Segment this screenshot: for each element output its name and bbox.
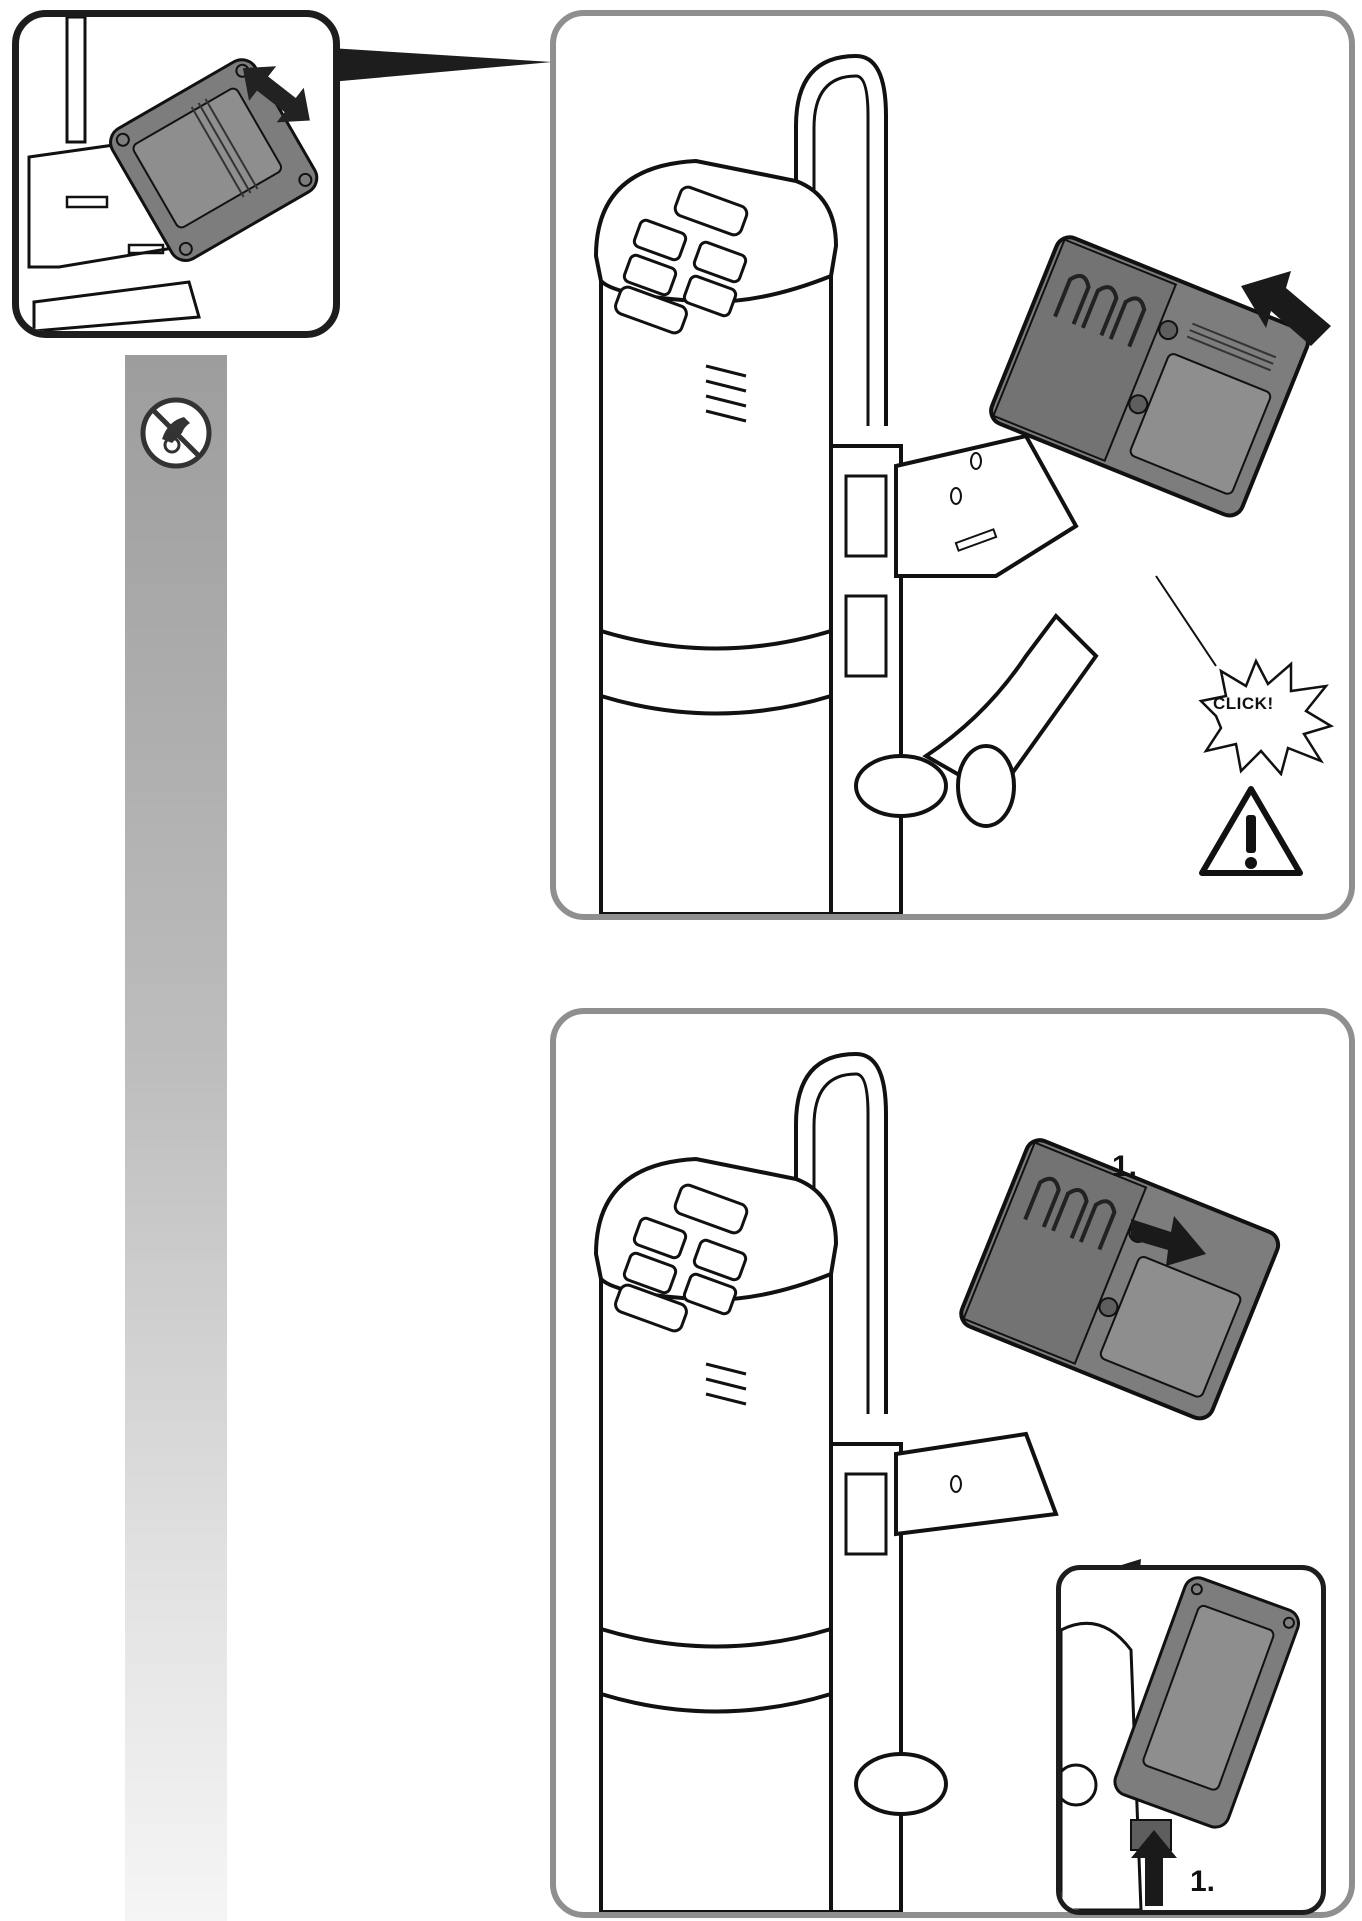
remove-arrow-icon (1131, 1216, 1206, 1266)
click-callout-text: CLICK! (1213, 694, 1274, 713)
side-gradient-bar (125, 355, 227, 1921)
release-latch-detail-inset (1056, 1565, 1326, 1915)
insert-battery-panel (550, 10, 1355, 920)
warning-icon (1199, 786, 1303, 876)
release-button-arrow-icon (1131, 1830, 1177, 1906)
step-label-release: 1. (1190, 1865, 1216, 1898)
slide-arrow-icon (242, 66, 310, 123)
insert-arrow-icon (1241, 271, 1331, 346)
inset-callout-wedge (330, 48, 552, 82)
click-burst-callout (1198, 658, 1335, 776)
step-label-remove: 1. (1112, 1150, 1138, 1183)
no-touch-contacts-icon (140, 397, 212, 469)
battery-slide-detail-inset (12, 10, 340, 338)
